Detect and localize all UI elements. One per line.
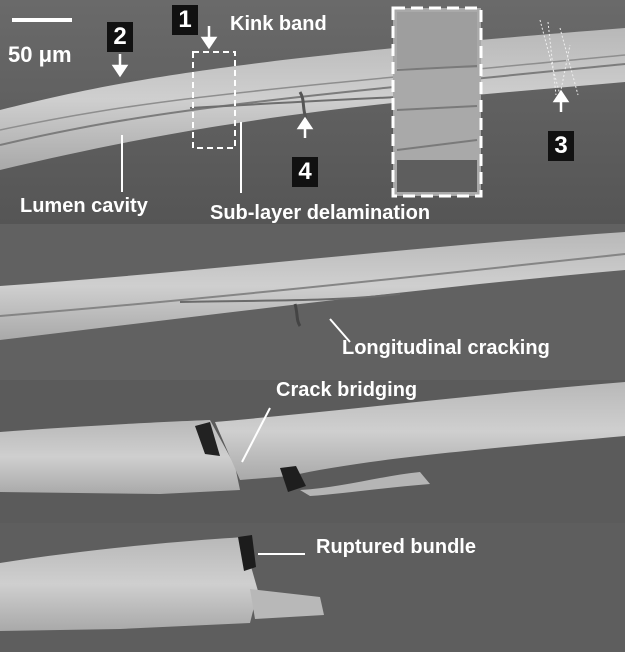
longitudinal-cracking-label: Longitudinal cracking [342, 337, 550, 359]
badge-2: 2 [107, 22, 133, 52]
arrow-icons [111, 26, 570, 138]
fiber-bundle-right [215, 382, 625, 480]
badge-4: 4 [292, 157, 318, 187]
lumen-cavity-label: Lumen cavity [20, 195, 148, 217]
fiber-bundle [0, 232, 625, 340]
panel-2-image [0, 224, 625, 380]
panel-1-kink-band: 50 μm 1 2 3 4 Kink band Lumen cavity Sub… [0, 0, 625, 224]
kink-band-label: Kink band [230, 13, 327, 35]
badge-1: 1 [172, 5, 198, 35]
sub-layer-delamination-label: Sub-layer delamination [210, 202, 431, 224]
fiber-bundle-left [0, 420, 240, 494]
fiber-bundle [0, 537, 258, 631]
ruptured-bundle-label: Ruptured bundle [316, 536, 476, 558]
crack-bridging-label: Crack bridging [276, 380, 418, 401]
panel-1-image [0, 0, 625, 224]
panel-4-ruptured-bundle: Ruptured bundle [0, 523, 625, 652]
panel-3-image [0, 380, 625, 523]
scale-bar-label: 50 μm [8, 42, 72, 67]
panel-2-longitudinal-cracking: Longitudinal cracking [0, 224, 625, 380]
kink-band-box [192, 51, 236, 149]
badge-3: 3 [548, 131, 574, 161]
panel-4-image [0, 523, 625, 652]
panel-3-crack-bridging: Crack bridging [0, 380, 625, 523]
